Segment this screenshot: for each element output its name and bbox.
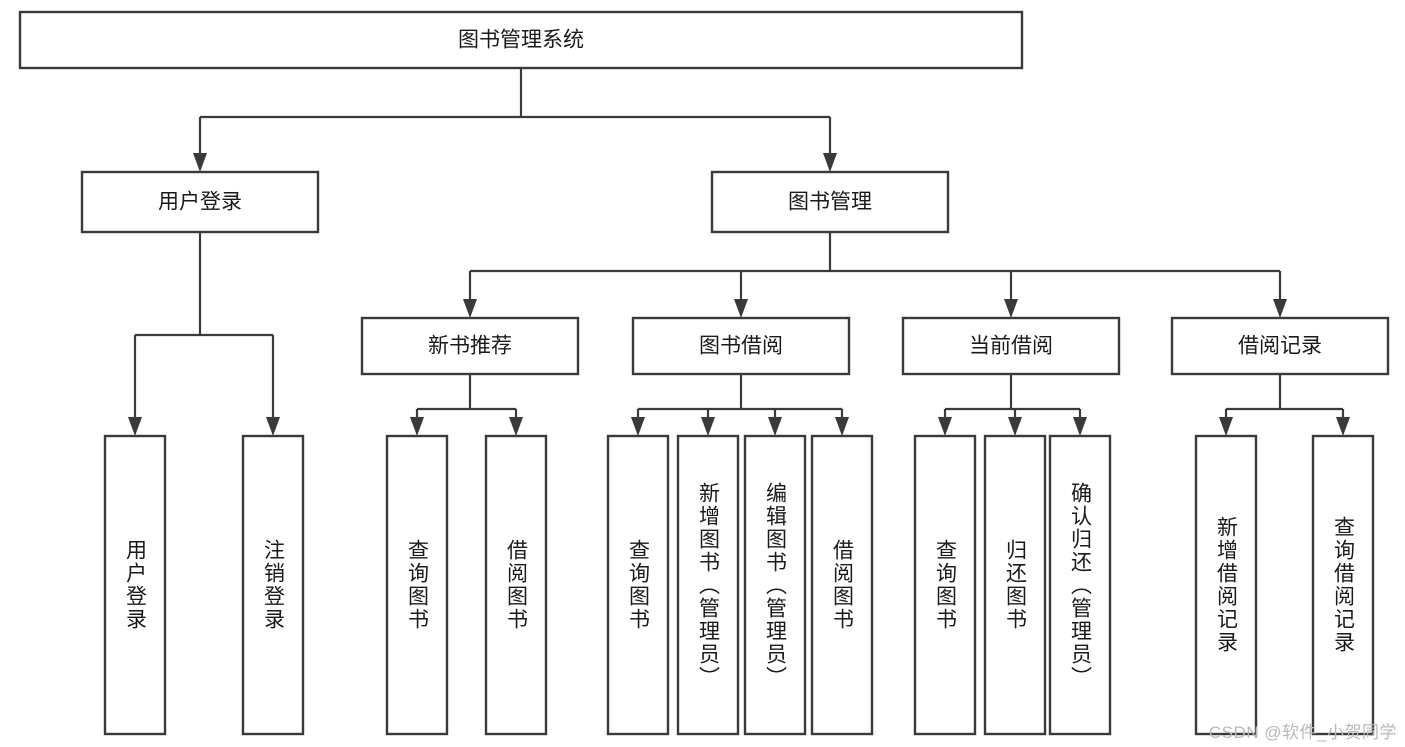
node-box-borrow-book-1[interactable]	[484, 434, 548, 736]
node-box-return-book[interactable]	[983, 434, 1047, 736]
node-box-query-book-3[interactable]	[913, 434, 977, 736]
node-box-user-logout-leaf[interactable]	[241, 434, 305, 736]
node-box-book-borrow[interactable]	[631, 316, 851, 376]
node-box-query-book-1[interactable]	[385, 434, 449, 736]
node-box-query-book-2[interactable]	[606, 434, 670, 736]
node-box-book-management[interactable]	[710, 170, 950, 234]
node-label-borrow-record: 借阅记录	[1238, 335, 1322, 358]
watermark-text: CSDN @软件_小贺同学	[1208, 723, 1397, 742]
node-label-book-management: 图书管理	[788, 191, 872, 214]
node-box-new-book-recommend[interactable]	[360, 316, 580, 376]
node-box-borrow-book-2[interactable]	[810, 434, 874, 736]
node-box-current-borrow[interactable]	[901, 316, 1121, 376]
connector-layer	[128, 68, 1350, 436]
node-label-book-borrow: 图书借阅	[699, 335, 783, 358]
node-box-borrow-record[interactable]	[1170, 316, 1390, 376]
node-label-current-borrow: 当前借阅	[969, 335, 1053, 358]
node-box-user-login-leaf[interactable]	[103, 434, 167, 736]
node-box-query-borrow-record[interactable]	[1311, 434, 1375, 736]
node-label-root: 图书管理系统	[458, 29, 584, 52]
node-box-root[interactable]	[18, 10, 1024, 70]
node-box-user-login[interactable]	[80, 170, 320, 234]
node-label-new-book-recommend: 新书推荐	[428, 335, 512, 358]
node-box-edit-book-admin[interactable]	[743, 434, 807, 736]
node-box-confirm-return-admin[interactable]	[1048, 434, 1112, 736]
node-box-add-book-admin[interactable]	[676, 434, 740, 736]
node-label-user-login: 用户登录	[158, 191, 242, 214]
node-box-add-borrow-record[interactable]	[1194, 434, 1258, 736]
